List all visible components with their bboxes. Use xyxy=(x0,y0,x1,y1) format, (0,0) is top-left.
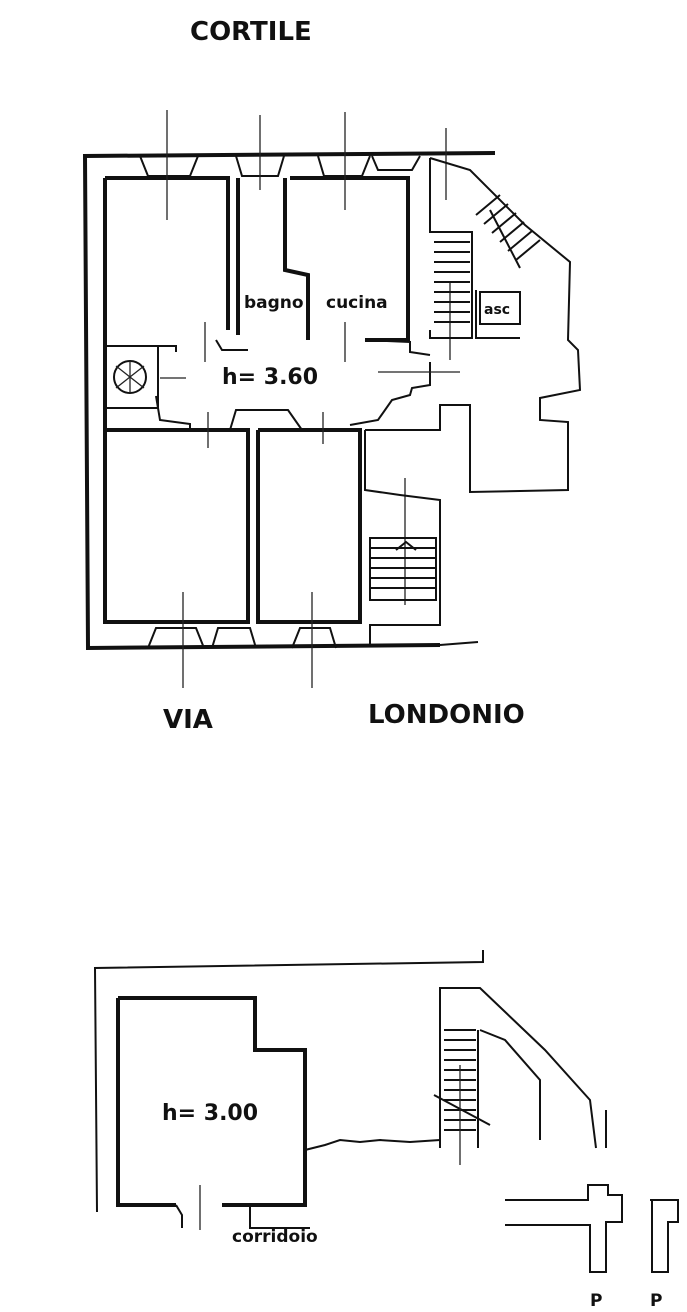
room-top-left xyxy=(105,176,230,330)
lower-floor-plan: h= 3.00 corridoio P P xyxy=(93,950,679,1311)
street-label-left: VIA xyxy=(163,705,213,735)
window-top-4 xyxy=(371,155,421,171)
window-bottom-1 xyxy=(147,627,205,649)
partial-label-1: P xyxy=(590,1291,602,1311)
courtyard-label: CORTILE xyxy=(190,17,312,47)
outer-wall-main xyxy=(82,151,496,651)
height-label-ground: h= 3.60 xyxy=(222,365,318,390)
lower-outer-wall xyxy=(93,950,484,1213)
bathroom-label: bagno xyxy=(244,293,304,313)
elevator-label: asc xyxy=(484,302,510,318)
window-top-3 xyxy=(317,155,371,177)
hall-partition xyxy=(229,409,303,431)
inner-wall-rooms xyxy=(103,178,250,624)
bathroom-right-wall xyxy=(283,178,310,340)
pillar-2 xyxy=(650,1199,679,1273)
kitchen-label: cucina xyxy=(326,293,388,313)
pillar-1 xyxy=(505,1184,623,1273)
window-bottom-3 xyxy=(291,627,337,649)
elevator-box xyxy=(479,291,521,325)
stair-block-outline xyxy=(429,158,473,339)
window-bottom-2 xyxy=(211,627,257,649)
window-top-1 xyxy=(139,155,199,177)
upper-floor-plan: CORTILE bagno cucina asc h= 3.60 VIA LON… xyxy=(82,17,582,735)
stairs-entrance xyxy=(369,537,437,601)
lower-stair-outline xyxy=(439,987,597,1149)
stairs-lower xyxy=(433,1029,491,1165)
corridor-label: corridoio xyxy=(232,1227,318,1247)
height-label-lower: h= 3.00 xyxy=(162,1101,258,1126)
street-label-right: LONDONIO xyxy=(368,700,525,730)
stairs-upper-right xyxy=(434,194,541,323)
cellar-room-wall xyxy=(118,996,307,1207)
room-bottom-middle xyxy=(256,428,362,624)
partial-label-2: P xyxy=(650,1291,662,1311)
